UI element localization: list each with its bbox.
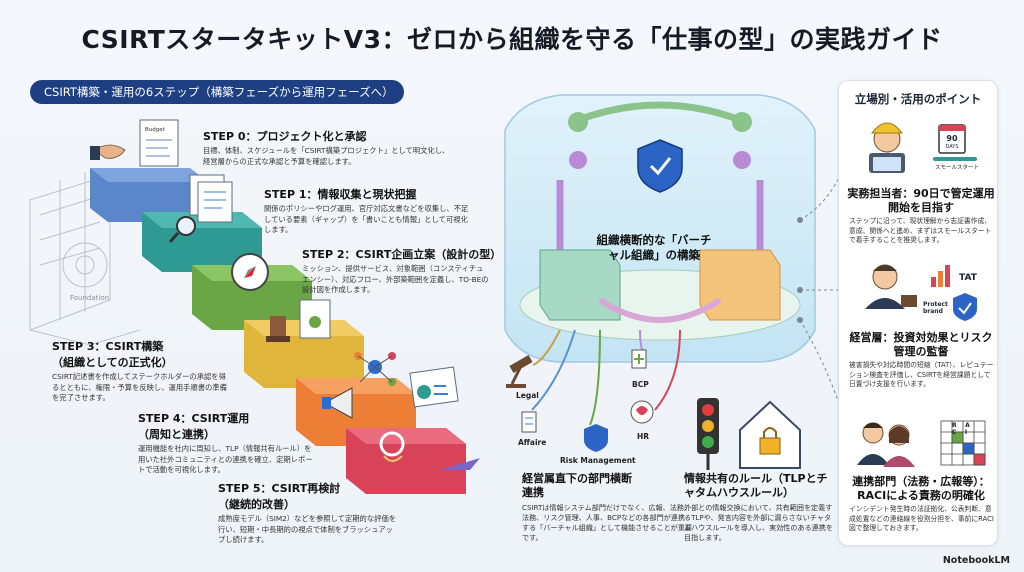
shield-icon	[637, 139, 683, 193]
step-title: STEP 1：情報収集と現状把握	[264, 188, 417, 201]
step-body: 運用機能を社内に周知し、TLP（情報共有ルール）を用いた社外コミュニティとの連携…	[138, 444, 313, 474]
role-title-practitioner: 実務担当者：90日で管定運用開始を目指す	[847, 187, 995, 214]
stamp-certificate-icon	[266, 299, 331, 342]
protect-brand-label: Protect brand	[923, 301, 948, 315]
gavel-icon	[506, 355, 533, 388]
calendar-unit: DAYS	[945, 144, 959, 150]
dashboard-gear-icon	[379, 366, 459, 462]
affaire-label: Affaire	[518, 438, 547, 447]
step-body: 関係のポリシーやログ運用、官庁対応文書などを収集し、不足している要素（ギャップ）…	[264, 204, 469, 234]
step-0: STEP 0：プロジェクト化と承認 目標、体制、スケジュールを「CSIRT構築プ…	[203, 128, 453, 167]
step-3: STEP 3：CSIRT構築 （組織としての正式化） CSIRT記述書を作成して…	[52, 338, 232, 404]
bcp-label: BCP	[632, 380, 649, 389]
role-title-partners: 連携部門（法務・広報等）：RACIによる責務の明確化	[852, 475, 990, 502]
foundation-label: Foundation	[70, 294, 109, 302]
role-body-executive: 被害損失や対応時間の短縮（TAT）、レピュテーション検査を評価し、CSIRTを経…	[849, 361, 994, 389]
handshake-icon	[90, 119, 179, 167]
arrow-icon	[440, 458, 480, 470]
calendar-icon	[938, 124, 966, 154]
calendar-number: 90	[946, 134, 958, 143]
step-4: STEP 4：CSIRT運用 （周知と連携） 運用機能を社内に周知し、TLP（情…	[138, 410, 318, 476]
building-icon	[521, 411, 537, 433]
compass-icon	[231, 253, 269, 291]
step2-block	[192, 265, 312, 330]
step-subtitle: （継続的改善）	[218, 498, 295, 511]
raci-letters: R A C I	[952, 422, 973, 436]
step-title: STEP 3：CSIRT構築	[52, 340, 164, 353]
role-panel: 立場別・活用のポイント	[838, 80, 998, 546]
documents-magnifier-icon	[168, 174, 233, 243]
step-body: 目標、体制、スケジュールを「CSIRT構築プロジェクト」として明文化し、経営層か…	[203, 146, 450, 166]
megaphone-network-icon	[322, 352, 396, 419]
house-lock-icon	[739, 400, 801, 469]
step-title: STEP 4：CSIRT運用	[138, 412, 250, 425]
executive-icon	[865, 264, 917, 309]
step-subtitle: （周知と連携）	[138, 428, 215, 441]
phase-bar: CSIRT構築・運用の6ステップ（構築フェーズから運用フェーズへ）	[30, 80, 404, 104]
small-start-label: スモールスタート	[934, 165, 979, 171]
sharing-rules-body: 外部との情報交換において、共有範囲を定義するTLPや、発言内容を外部に漏らさない…	[684, 503, 833, 542]
step-5: STEP 5：CSIRT再検討 （継続的改善） 成熟度モデル（SIM2）などを参…	[218, 480, 398, 546]
step-1: STEP 1：情報収集と現状把握 関係のポリシーやログ運用、官庁対応文書などを収…	[264, 186, 469, 236]
step-body: 成熟度モデル（SIM2）などを参照して定期的な評価を行い、短期・中長期的の視点で…	[218, 514, 397, 544]
risk-shield-icon	[584, 424, 608, 452]
tat-label: TAT	[959, 273, 977, 283]
hr-label: HR	[637, 432, 650, 441]
bcp-icon	[631, 349, 647, 369]
worker-icon	[869, 122, 905, 173]
virtual-org-structure	[504, 94, 816, 363]
cross-dept-title: 経営属直下の部門横断連携	[522, 472, 632, 499]
blueprint-sketch	[29, 172, 141, 346]
role-title-executive: 経営層：投資対効果とリスク管理の監督	[849, 331, 993, 358]
step-subtitle: （組織としての正式化）	[52, 356, 173, 369]
step-body: CSIRT記述書を作成してステークホルダーの承認を得るとともに、権限・予算を反映…	[52, 372, 227, 402]
step-title: STEP 5：CSIRT再検討	[218, 482, 341, 495]
team-icon	[857, 422, 915, 467]
bar-chart-icon	[931, 265, 950, 287]
role-body-partners: インシデント発生時の法証拠化、公表判断、意成処置などの連絡線を役割分担を、事前に…	[849, 505, 994, 533]
virtual-org-title: 組織横断的な「バーチャル組織」の構築	[596, 233, 712, 262]
raci-grid-icon	[940, 420, 986, 466]
traffic-light-icon	[697, 398, 719, 470]
step-title: STEP 0：プロジェクト化と承認	[203, 130, 367, 143]
notebooklm-logo: NotebookLM	[942, 555, 1010, 566]
step5-block	[346, 428, 466, 494]
budget-label: Budget	[145, 127, 166, 133]
small-start-bar	[933, 157, 977, 161]
step-title: STEP 2：CSIRT企画立案（設計の型）	[302, 248, 502, 261]
risk-label: Risk Management	[560, 456, 636, 465]
page-title: CSIRTスタータキットV3：ゼロから組織を守る「仕事の型」の実践ガイド	[81, 25, 943, 54]
step-body: ミッション、提供サービス、対象範囲（コンスティチュエンシー）、対応フロー、外部築…	[302, 264, 489, 294]
cross-dept-body: CSIRTは情報システム部門だけでなく、広報、法務、法務、リスク管理、人事、BC…	[522, 503, 692, 542]
legal-label: Legal	[516, 391, 539, 400]
sharing-rules-title: 情報共有のルール（TLPとチャタムハウスルール）	[684, 472, 828, 499]
step-2: STEP 2：CSIRT企画立案（設計の型） ミッション、提供サービス、対象範囲…	[302, 246, 502, 296]
protect-brand-shield-icon	[953, 293, 977, 321]
role-body-practitioner: ステップに沿って、現状理解から志証書作成、意成、関係へと進め、まずはスモールスタ…	[849, 217, 992, 245]
hr-icon	[630, 400, 654, 424]
role-panel-heading: 立場別・活用のポイント	[854, 92, 982, 106]
role-icons	[857, 122, 986, 467]
